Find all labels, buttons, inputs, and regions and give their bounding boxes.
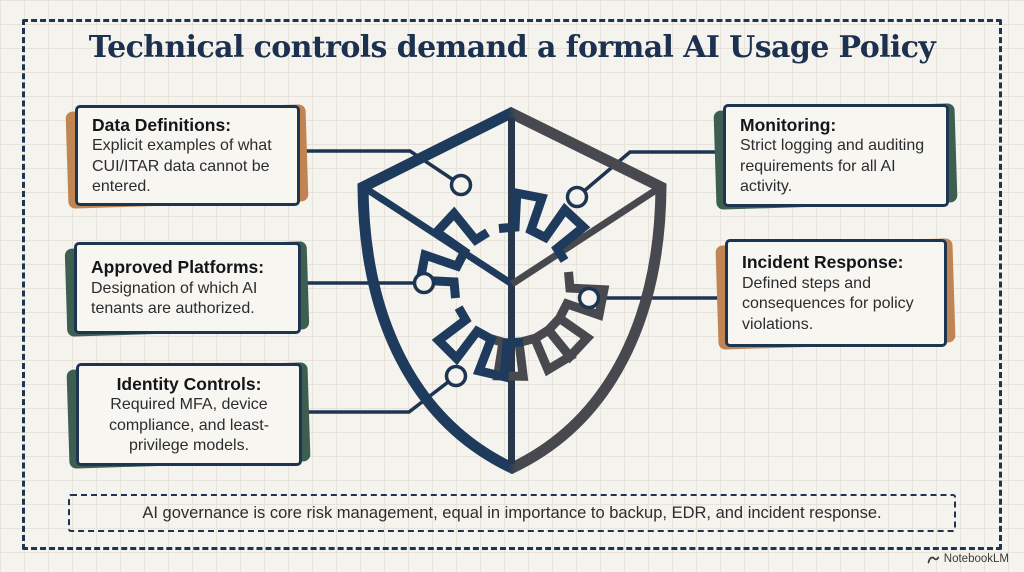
callout-heading: Approved Platforms: (91, 257, 265, 278)
callout-heading: Identity Controls: (116, 373, 262, 394)
callout-body: Required MFA, device compliance, and lea… (108, 396, 270, 455)
callout-body: Strict logging and auditing requirements… (740, 137, 925, 196)
notebooklm-logo-icon (927, 556, 939, 563)
watermark: NotebookLM (927, 553, 1009, 565)
callout-heading: Data Definitions: (92, 114, 232, 135)
footer-note: AI governance is core risk management, e… (68, 494, 956, 532)
callout-body: Designation of which AI tenants are auth… (91, 280, 258, 318)
callout-monitoring: Monitoring: Strict logging and auditing … (713, 103, 958, 210)
callout-heading: Monitoring: (740, 114, 837, 135)
outer-dashed-border (22, 19, 1002, 550)
watermark-label: NotebookLM (943, 553, 1009, 565)
callout-approved-platforms: Approved Platforms: Designation of which… (64, 241, 310, 337)
callout-body: Defined steps and consequences for polic… (742, 274, 914, 333)
callout-data-definitions: Data Definitions: Explicit examples of w… (65, 104, 309, 209)
callout-heading: Incident Response: (742, 252, 904, 273)
callout-identity-controls: Identity Controls: Required MFA, device … (66, 362, 311, 469)
callout-incident-response: Incident Response: Defined steps and con… (715, 238, 956, 350)
callout-body: Explicit examples of what CUI/ITAR data … (92, 137, 272, 196)
page-title: Technical controls demand a formal AI Us… (88, 30, 936, 65)
